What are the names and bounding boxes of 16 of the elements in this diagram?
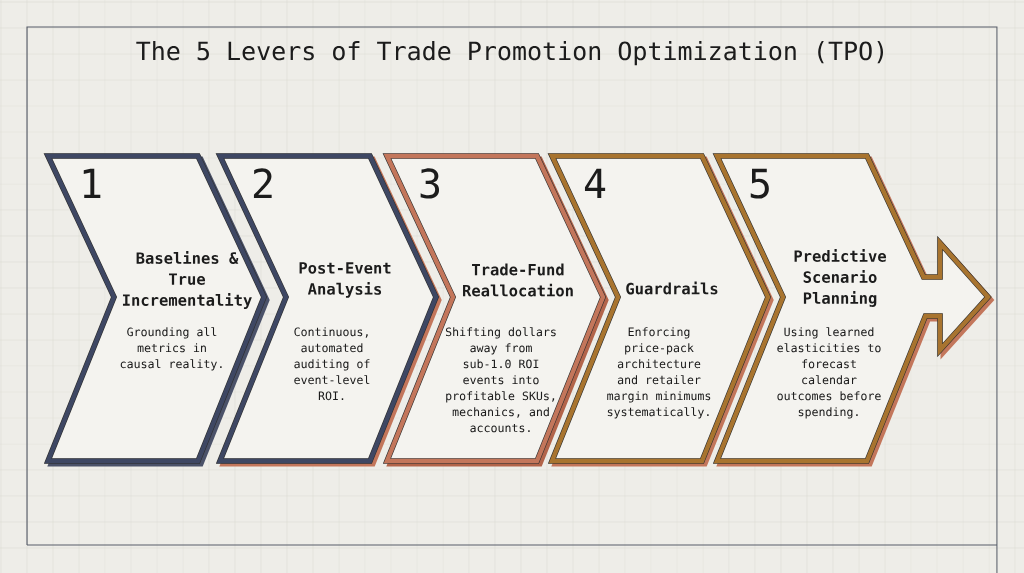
step-number: 4 bbox=[584, 168, 606, 198]
step-heading: Trade-Fund Reallocation bbox=[463, 263, 573, 297]
step-number: 2 bbox=[253, 168, 272, 198]
step-heading: Baselines & True Incrementality bbox=[123, 251, 252, 309]
step-heading: Predictive Scenario Planning bbox=[794, 249, 886, 307]
title: The 5 Levers of Trade Promotion Optimization (TPO) bbox=[136, 41, 883, 66]
step-description: Enforcing price-pack architecture and retailer margin minimums systematically. bbox=[607, 327, 711, 419]
step-heading: Guardrails bbox=[626, 281, 718, 295]
step-heading: Post-Event Analysis bbox=[299, 262, 391, 298]
step-description: Using learned elasticities to forecast calendar outcomes before spending. bbox=[777, 327, 881, 419]
step-description: Shifting dollars away from sub-1.0 ROI events into profitable SKUs, mechanics, and accounts. bbox=[445, 327, 556, 433]
step-number: 1 bbox=[83, 168, 101, 198]
step-number: 3 bbox=[420, 168, 440, 199]
step-number: 5 bbox=[750, 168, 769, 199]
step-description: Continuous, automated auditing of event-level ROI. bbox=[294, 327, 370, 401]
step-description: Grounding all metrics in causal reality. bbox=[120, 327, 222, 371]
